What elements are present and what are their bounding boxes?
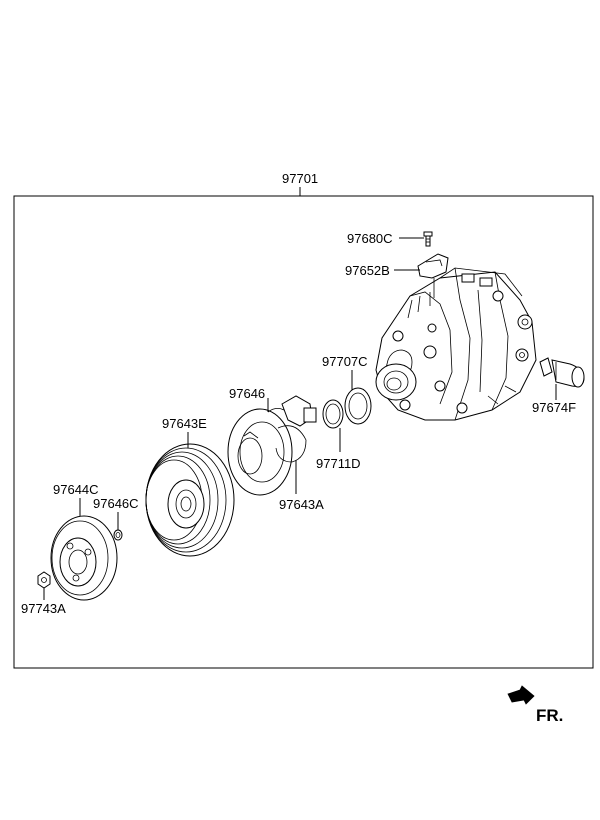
field-coil-part [227,395,317,496]
bracket-label: 97652B [345,263,390,278]
bolt-top-part [423,231,433,247]
nut-part [37,571,51,589]
sensor-label: 97674F [532,400,576,415]
compressor-body [375,267,537,421]
arrow-icon [507,685,535,705]
nut-label: 97743A [21,601,66,616]
assembly-frame [13,195,594,669]
bolt-top-label: 97680C [347,231,393,246]
snap-ring-inner-label: 97711D [316,456,361,471]
pulley-part [145,443,235,557]
snap-ring-outer-label: 97643A [279,497,324,512]
snap-ring-inner-part [322,399,344,429]
direction-label: FR. [536,706,563,725]
sensor-part [539,357,585,388]
pulley-label: 97643E [162,416,207,431]
hub-part [50,515,118,601]
bracket-part [417,253,449,298]
shim-label: 97646C [93,496,139,511]
o-ring-part [344,387,372,425]
shim-part [113,529,123,541]
hub-label: 97644C [53,482,99,497]
assembly-label: 97701 [282,171,318,186]
field-coil-label: 97646 [229,386,265,401]
o-ring-label: 97707C [322,354,368,369]
